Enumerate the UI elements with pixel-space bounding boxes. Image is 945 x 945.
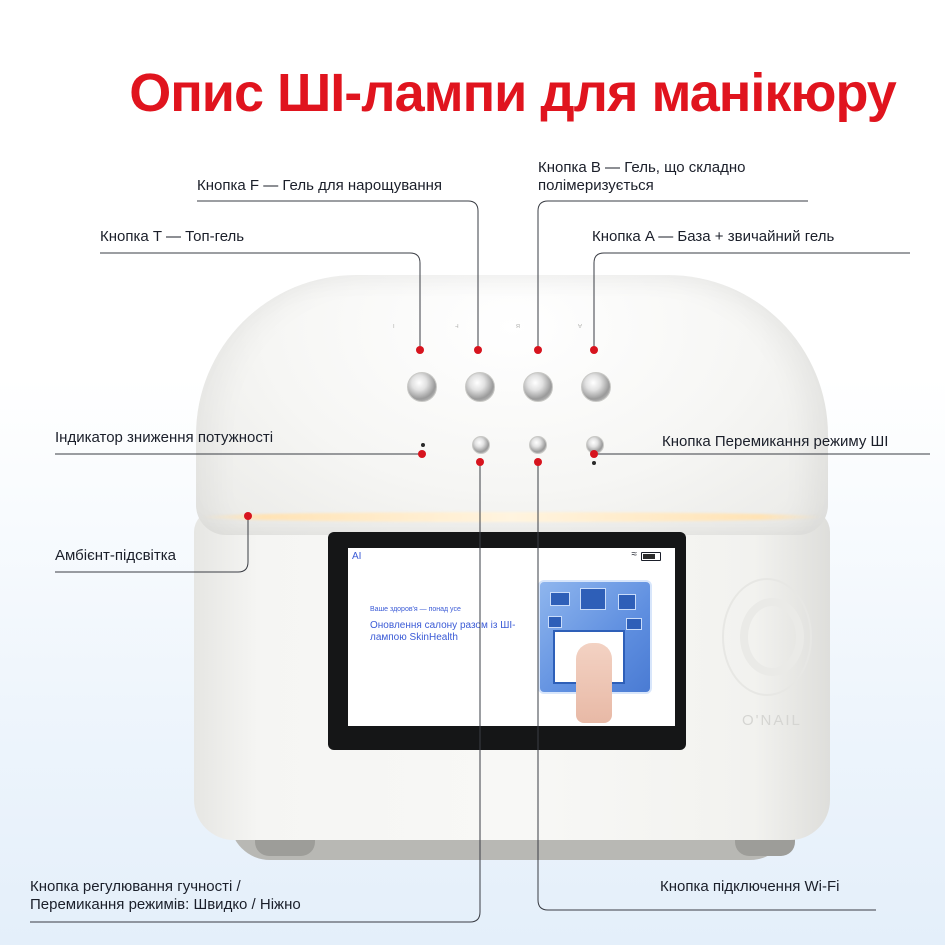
- screen-tagline: Ваше здоров'я — понад усе: [370, 606, 461, 613]
- ai-led: [592, 461, 596, 465]
- marker-power-indicator: [418, 450, 426, 458]
- lamp-print-t: T: [392, 322, 396, 328]
- volume-mode-button[interactable]: [472, 436, 490, 454]
- lamp-print-a: A: [578, 322, 583, 328]
- label-button-b-line1: Кнопка B — Гель, що складно: [538, 159, 746, 176]
- label-button-a: Кнопка A — База + звичайний гель: [592, 228, 835, 245]
- marker-volume: [476, 458, 484, 466]
- marker-button-b: [534, 346, 542, 354]
- battery-icon: [641, 552, 661, 561]
- ambient-light-strip: [200, 512, 824, 522]
- marker-button-a: [590, 346, 598, 354]
- label-button-t: Кнопка T — Топ-гель: [100, 228, 245, 245]
- label-button-b-line2: полімеризується: [538, 177, 654, 194]
- label-ai-mode: Кнопка Перемикання режиму ШІ: [662, 433, 889, 450]
- lamp-print-b: B: [516, 322, 521, 328]
- wifi-icon: ≈: [631, 549, 638, 560]
- button-t[interactable]: [407, 372, 437, 402]
- label-volume-line2: Перемикання режимів: Швидко / Ніжно: [30, 896, 301, 913]
- marker-button-f: [474, 346, 482, 354]
- label-ambient: Амбієнт-підсвітка: [55, 547, 176, 564]
- label-wifi: Кнопка підключення Wi-Fi: [660, 878, 840, 895]
- label-volume-line1: Кнопка регулювання гучності /: [30, 878, 241, 895]
- wifi-button[interactable]: [529, 436, 547, 454]
- power-indicator-led: [421, 443, 425, 447]
- label-button-f: Кнопка F — Гель для нарощування: [197, 177, 443, 194]
- screen-headline: Оновлення салону разом із ШІ-лампою Skin…: [370, 620, 516, 643]
- marker-ambient: [244, 512, 252, 520]
- hand-image: [576, 643, 612, 723]
- button-f[interactable]: [465, 372, 495, 402]
- marker-wifi: [534, 458, 542, 466]
- device-logo-text: O'NAIL: [742, 712, 802, 729]
- marker-ai-mode: [590, 450, 598, 458]
- screen-logo: AI: [352, 551, 362, 562]
- lamp-upper-body: [196, 275, 828, 535]
- lamp-screen[interactable]: AI ≈ Ваше здоров'я — понад усе Оновлення…: [348, 548, 675, 726]
- page-title: Опис ШІ-лампи для манікюру: [129, 63, 897, 123]
- button-b[interactable]: [523, 372, 553, 402]
- lamp-print-f: F: [455, 322, 459, 328]
- label-power-indicator: Індикатор зниження потужності: [55, 429, 274, 446]
- button-a[interactable]: [581, 372, 611, 402]
- device-logo-icon: [740, 598, 804, 676]
- marker-button-t: [416, 346, 424, 354]
